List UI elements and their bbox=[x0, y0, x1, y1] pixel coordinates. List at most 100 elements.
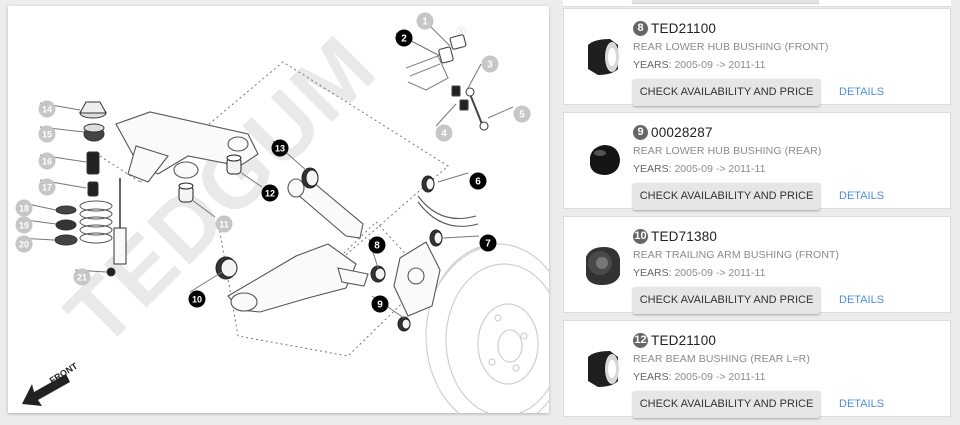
check-availability-button[interactable]: CHECK AVAILABILITY AND PRICE bbox=[633, 391, 820, 418]
details-link[interactable]: DETAILS bbox=[839, 398, 885, 410]
check-availability-button[interactable]: CHECK AVAILABILITY AND PRICE bbox=[633, 183, 820, 210]
shock-stack bbox=[54, 101, 127, 277]
callout-16: 16 bbox=[38, 152, 56, 170]
callout-circle bbox=[38, 152, 56, 170]
years-label: YEARS: bbox=[633, 163, 672, 175]
callout-number: 5 bbox=[519, 110, 525, 121]
callout-17: 17 bbox=[38, 178, 56, 196]
callout-badge: 12 bbox=[633, 332, 648, 348]
part-number[interactable]: TED21100 bbox=[651, 20, 717, 36]
callout-circle bbox=[395, 29, 413, 47]
callout-15: 15 bbox=[38, 125, 56, 143]
brake-drum bbox=[425, 243, 549, 413]
callout-circle bbox=[38, 100, 56, 118]
front-arrow-icon bbox=[22, 374, 70, 406]
callout-5: 5 bbox=[513, 105, 531, 123]
callout-badge: 8 bbox=[633, 20, 648, 36]
part-card: 8 TED21100 REAR LOWER HUB BUSHING (FRONT… bbox=[563, 8, 951, 106]
bushing-thumbnail bbox=[590, 145, 620, 175]
callout-number: 19 bbox=[19, 221, 29, 231]
previous-card-button-edge[interactable] bbox=[632, 0, 819, 3]
callout-14: 14 bbox=[38, 100, 56, 118]
callout-circle bbox=[15, 199, 33, 217]
callout-number: 14 bbox=[42, 105, 52, 115]
part-years: YEARS: 2005-09 -> 2011-11 bbox=[633, 163, 765, 175]
callout-circle bbox=[469, 172, 487, 190]
callout-badge: 10 bbox=[633, 228, 648, 244]
years-value: 2005-09 -> 2011-11 bbox=[674, 163, 766, 175]
callout-circle bbox=[38, 125, 56, 143]
part-number[interactable]: TED71380 bbox=[651, 228, 718, 244]
suspension-diagram: TEDGUM ® bbox=[8, 6, 549, 413]
callout-badge: 9 bbox=[633, 124, 648, 140]
watermark: TEDGUM bbox=[46, 16, 394, 364]
callout-number: 3 bbox=[487, 60, 493, 71]
knuckle bbox=[393, 241, 441, 317]
callout-8: 8 bbox=[368, 236, 386, 254]
part-title: 8 TED21100 bbox=[633, 20, 716, 36]
callout-20: 20 bbox=[15, 235, 33, 253]
callout-circle bbox=[38, 178, 56, 196]
check-availability-button[interactable]: CHECK AVAILABILITY AND PRICE bbox=[633, 79, 820, 106]
callout-number: 20 bbox=[19, 240, 29, 250]
part-number[interactable]: 00028287 bbox=[651, 124, 713, 140]
callout-number: 4 bbox=[441, 129, 447, 140]
callout-11: 11 bbox=[215, 215, 233, 233]
part-card: 9 00028287 REAR LOWER HUB BUSHING (REAR)… bbox=[563, 112, 951, 210]
years-value: 2005-09 -> 2011-11 bbox=[674, 59, 766, 71]
check-availability-button[interactable]: CHECK AVAILABILITY AND PRICE bbox=[633, 287, 820, 314]
callout-4: 4 bbox=[435, 124, 453, 142]
callout-number: 7 bbox=[485, 239, 491, 250]
callout-circle bbox=[479, 234, 497, 252]
years-label: YEARS: bbox=[633, 59, 672, 71]
callout-circle bbox=[513, 105, 531, 123]
part-description: REAR TRAILING ARM BUSHING (FRONT) bbox=[633, 249, 840, 261]
bushing-thumbnail bbox=[586, 247, 620, 285]
callout-number: 17 bbox=[42, 183, 52, 193]
previous-card-edge bbox=[563, 0, 951, 7]
details-link[interactable]: DETAILS bbox=[839, 294, 885, 306]
callout-circle bbox=[73, 268, 91, 286]
callout-10: 10 bbox=[188, 290, 206, 308]
callout-6: 6 bbox=[469, 172, 487, 190]
callout-2: 2 bbox=[395, 29, 413, 47]
callout-21: 21 bbox=[73, 268, 91, 286]
years-value: 2005-09 -> 2011-11 bbox=[674, 371, 766, 383]
callout-number: 6 bbox=[475, 177, 481, 188]
bushing-thumbnail bbox=[588, 351, 619, 387]
part-number[interactable]: TED21100 bbox=[651, 332, 717, 348]
part-years: YEARS: 2005-09 -> 2011-11 bbox=[633, 371, 765, 383]
callout-18: 18 bbox=[15, 199, 33, 217]
callout-1: 1 bbox=[416, 12, 434, 30]
part-description: REAR BEAM BUSHING (REAR L=R) bbox=[633, 353, 810, 365]
trailing-arm bbox=[227, 243, 369, 313]
callout-circle bbox=[435, 124, 453, 142]
callout-number: 16 bbox=[42, 157, 52, 167]
parts-list: 8 TED21100 REAR LOWER HUB BUSHING (FRONT… bbox=[563, 0, 951, 425]
callout-number: 9 bbox=[377, 300, 383, 311]
subframe bbox=[115, 111, 259, 183]
years-value: 2005-09 -> 2011-11 bbox=[674, 267, 766, 279]
part-title: 12 TED21100 bbox=[633, 332, 716, 348]
part-title: 10 TED71380 bbox=[633, 228, 717, 244]
callout-19: 19 bbox=[15, 216, 33, 234]
part-title: 9 00028287 bbox=[633, 124, 713, 140]
stabilizer-link bbox=[438, 34, 489, 131]
details-link[interactable]: DETAILS bbox=[839, 86, 885, 98]
callout-number: 21 bbox=[77, 273, 87, 283]
part-card: 12 TED21100 REAR BEAM BUSHING (REAR L=R)… bbox=[563, 320, 951, 418]
callout-circle bbox=[261, 184, 279, 202]
years-label: YEARS: bbox=[633, 371, 672, 383]
callout-circle bbox=[15, 235, 33, 253]
callout-circle bbox=[15, 216, 33, 234]
callout-number: 2 bbox=[401, 34, 407, 45]
callout-circle bbox=[368, 236, 386, 254]
callout-12: 12 bbox=[261, 184, 279, 202]
details-link[interactable]: DETAILS bbox=[839, 190, 885, 202]
callout-circle bbox=[481, 55, 499, 73]
callout-number: 8 bbox=[374, 241, 380, 252]
callout-3: 3 bbox=[481, 55, 499, 73]
callout-circle bbox=[215, 215, 233, 233]
callout-circle bbox=[371, 295, 389, 313]
